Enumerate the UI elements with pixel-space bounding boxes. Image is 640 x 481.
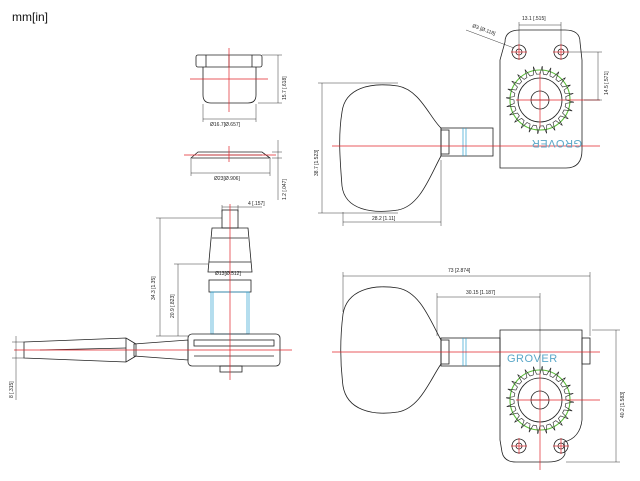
brand-logo-back: GROVER bbox=[531, 137, 582, 149]
hole-diameter-label: Ø3 [Ø.118] bbox=[471, 23, 496, 37]
washer-diameter-label: Ø23[Ø.906] bbox=[214, 176, 240, 182]
overall-length-label: 73 [2.874] bbox=[448, 268, 471, 274]
post-height-label: 20.9 [.823] bbox=[170, 294, 176, 318]
post-to-button-label: 30.15 [1.187] bbox=[466, 290, 496, 296]
tuner-front-view: GROVER 73 [2.874] 30.15 [1.187] 40.2 [1.… bbox=[332, 268, 626, 470]
shaft-diameter-label: 8 [.315] bbox=[9, 381, 15, 398]
gear-teeth-bottom bbox=[505, 365, 575, 435]
post-width-label: 4 [.157] bbox=[248, 201, 265, 207]
gear-teeth-top bbox=[505, 65, 575, 135]
washer-thickness-label: 1.2 [.047] bbox=[282, 179, 288, 200]
tuner-side-view: 4 [.157] Ø13[Ø.512] bbox=[9, 201, 292, 400]
button-height-label: 38.7 [1.523] bbox=[314, 149, 320, 176]
washer-view: Ø23[Ø.906] 1.2 [.047] bbox=[184, 140, 288, 200]
unit-label: mm[in] bbox=[12, 10, 48, 24]
button-width-label: 28.2 [1.11] bbox=[372, 216, 396, 222]
housing-height-label: 40.2 [1.583] bbox=[620, 391, 626, 418]
hex-nut-view: Ø16.7[Ø.657] 15.7 [.618] bbox=[190, 48, 288, 128]
hole-spacing-label: 13.1 [.515] bbox=[522, 16, 546, 22]
nut-diameter-label: Ø16.7[Ø.657] bbox=[210, 122, 241, 128]
brand-logo-front: GROVER bbox=[507, 353, 558, 365]
post-diameter-label: Ø13[Ø.512] bbox=[215, 271, 241, 277]
nut-height-label: 15.7 [.618] bbox=[282, 76, 288, 100]
total-height-label: 34.3 [1.35] bbox=[151, 276, 157, 300]
hole-offset-label: 14.5 [.571] bbox=[604, 71, 610, 95]
tuner-back-view: GROVER Ø3 [Ø.118] 13.1 [.515] 14.5 [.571… bbox=[314, 16, 610, 226]
